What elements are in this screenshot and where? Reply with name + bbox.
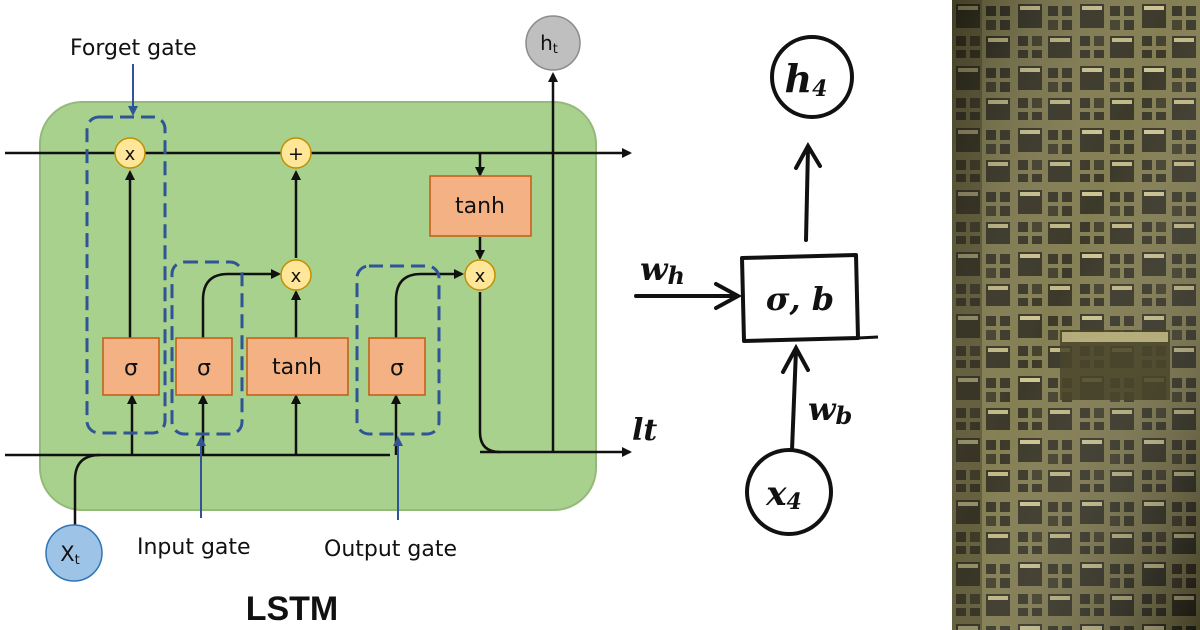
fractal-texture-photo (952, 0, 1200, 630)
hw-input-node-label: x4 (765, 474, 802, 515)
ht-node (525, 15, 581, 71)
output-multiply-symbol: x (475, 266, 486, 287)
candidate-tanh-label: tanh (272, 355, 322, 380)
hw-left-arrow (634, 282, 743, 310)
forget-sigma-label: σ (124, 356, 138, 381)
output-multiply-op (464, 259, 496, 291)
cell-tanh-label: tanh (455, 194, 505, 219)
forget-multiply-op (114, 137, 146, 169)
candidate-tanh-box (246, 337, 349, 396)
input-gate-label: Input gate (137, 535, 251, 560)
input-to-mult-line (201, 269, 281, 338)
input-sigma-label: σ (197, 356, 211, 381)
xt-node (45, 524, 103, 582)
xt-node-label: Xt (60, 542, 80, 568)
hw-input-node (745, 448, 833, 536)
hw-neuron-tail (857, 335, 879, 340)
input-multiply-symbol: x (291, 266, 302, 287)
hw-left-weight: wh (640, 250, 685, 290)
edge-text: lt (632, 413, 657, 448)
hw-output-arrow (794, 141, 822, 242)
output-sigma-box (368, 337, 426, 396)
hw-output-node-label: h4 (785, 56, 828, 102)
lstm-title: LSTM (246, 590, 339, 628)
hw-bottom-arrow (781, 343, 810, 452)
xt-connector (73, 453, 101, 525)
forget-gate-label: Forget gate (70, 36, 197, 61)
handwritten-neuron-sketch: lt h4 σ, b wh wb x4 (632, 35, 879, 536)
hw-neuron-label: σ, b (766, 280, 834, 318)
cell-add-symbol: + (288, 143, 304, 165)
output-gate-region (355, 264, 441, 436)
input-multiply-op (280, 259, 312, 291)
ht-node-label: ht (540, 31, 558, 57)
forget-gate-region (85, 115, 167, 435)
cell-tanh-box (429, 175, 532, 237)
forget-sigma-box (102, 337, 160, 396)
mult-to-hidden-line (478, 292, 501, 454)
lstm-diagram: σ σ tanh σ tanh x + x x ht Xt Forget gat… (5, 15, 632, 628)
input-sigma-box (175, 337, 233, 396)
cell-add-op (280, 137, 312, 169)
hw-bottom-weight: wb (808, 390, 852, 430)
hw-output-node (770, 35, 854, 119)
output-sigma-label: σ (390, 356, 404, 381)
input-gate-region (170, 260, 244, 436)
output-gate-label: Output gate (324, 537, 457, 562)
output-to-mult-line (394, 269, 464, 338)
forget-multiply-symbol: x (125, 144, 136, 165)
